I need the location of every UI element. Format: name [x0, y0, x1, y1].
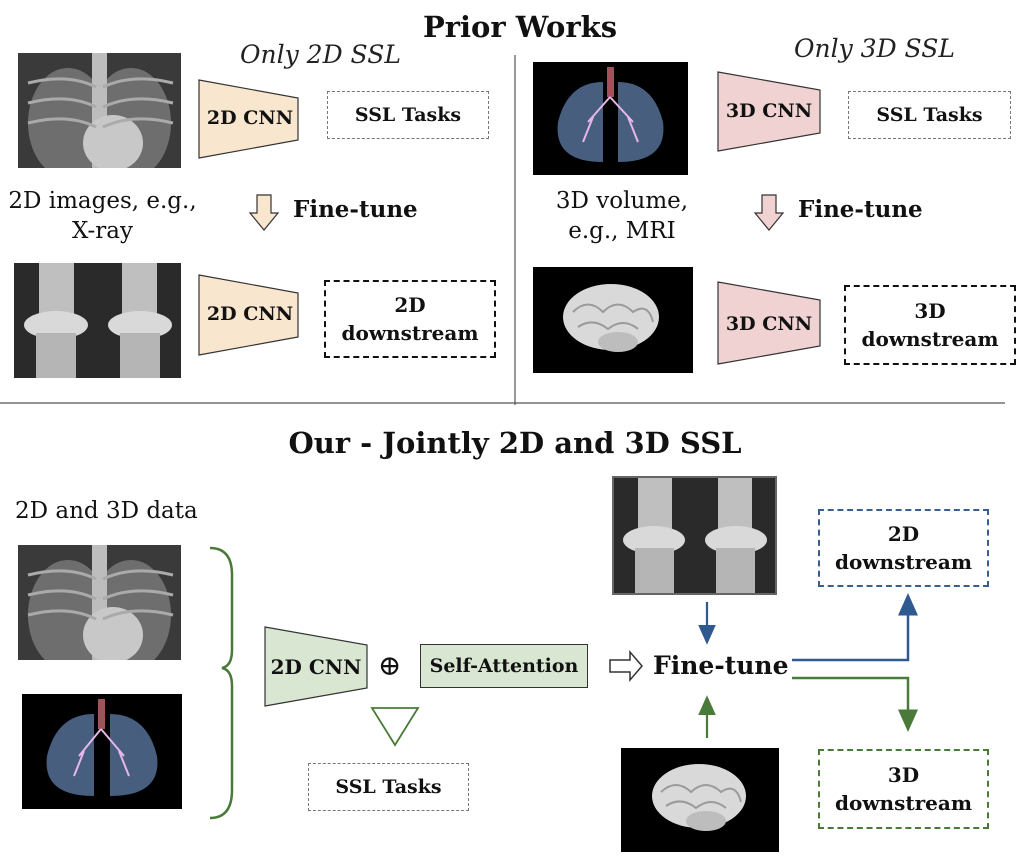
right-fine-tune-label: Fine-tune	[798, 196, 923, 223]
left-data-caption: 2D images, e.g., X-ray	[8, 188, 197, 244]
right-data-caption: 3D volume, e.g., MRI	[555, 188, 689, 244]
cnn-2d-top-label: 2D CNN	[206, 107, 294, 129]
triangle-icon	[370, 707, 420, 747]
cnn-joint-shape	[264, 626, 368, 707]
left-subtitle: Only 2D SSL	[240, 40, 401, 69]
cnn-3d-bottom-shape	[717, 281, 821, 365]
prior-works-title: Prior Works	[422, 10, 618, 44]
cnn-2d-top-shape	[198, 79, 299, 159]
cnn-3d-top-label: 3D CNN	[725, 100, 813, 122]
knee-xray-image	[612, 476, 777, 595]
brain-3d-image	[621, 748, 779, 852]
cnn-joint-label: 2D CNN	[270, 655, 362, 679]
lung-3d-image	[22, 694, 182, 809]
downstream-2d-box-ours: 2D downstream	[818, 509, 989, 587]
self-attention-box: Self-Attention	[420, 644, 588, 688]
right-subtitle: Only 3D SSL	[794, 34, 955, 63]
ssl-tasks-box-ours: SSL Tasks	[308, 763, 469, 811]
chest-xray-image	[18, 53, 181, 168]
right-arrow-icon	[609, 649, 643, 683]
cnn-2d-bottom-shape	[198, 274, 299, 356]
down-arrow-icon	[753, 194, 785, 231]
cnn-3d-top-shape	[717, 71, 821, 152]
downstream-3d-box-right: 3D downstream	[844, 285, 1016, 365]
down-arrow-icon	[248, 194, 280, 231]
knee-xray-image	[14, 263, 181, 378]
ssl-tasks-box-left: SSL Tasks	[327, 91, 489, 139]
brace-icon	[209, 546, 234, 820]
brain-3d-image	[533, 267, 693, 373]
oplus-icon: ⊕	[378, 649, 402, 682]
downstream-3d-box-ours: 3D downstream	[818, 749, 989, 829]
left-fine-tune-label: Fine-tune	[293, 196, 418, 223]
cnn-3d-bottom-label: 3D CNN	[725, 313, 813, 335]
ours-fine-tune-label: Fine-tune	[653, 651, 789, 680]
chest-xray-image	[18, 545, 181, 660]
ours-title: Our - Jointly 2D and 3D SSL	[288, 426, 742, 460]
ssl-tasks-box-right: SSL Tasks	[848, 91, 1011, 139]
ours-data-label: 2D and 3D data	[15, 498, 198, 524]
lung-3d-image	[533, 62, 688, 175]
cnn-2d-bottom-label: 2D CNN	[206, 303, 294, 325]
downstream-2d-box-left: 2D downstream	[324, 280, 496, 358]
